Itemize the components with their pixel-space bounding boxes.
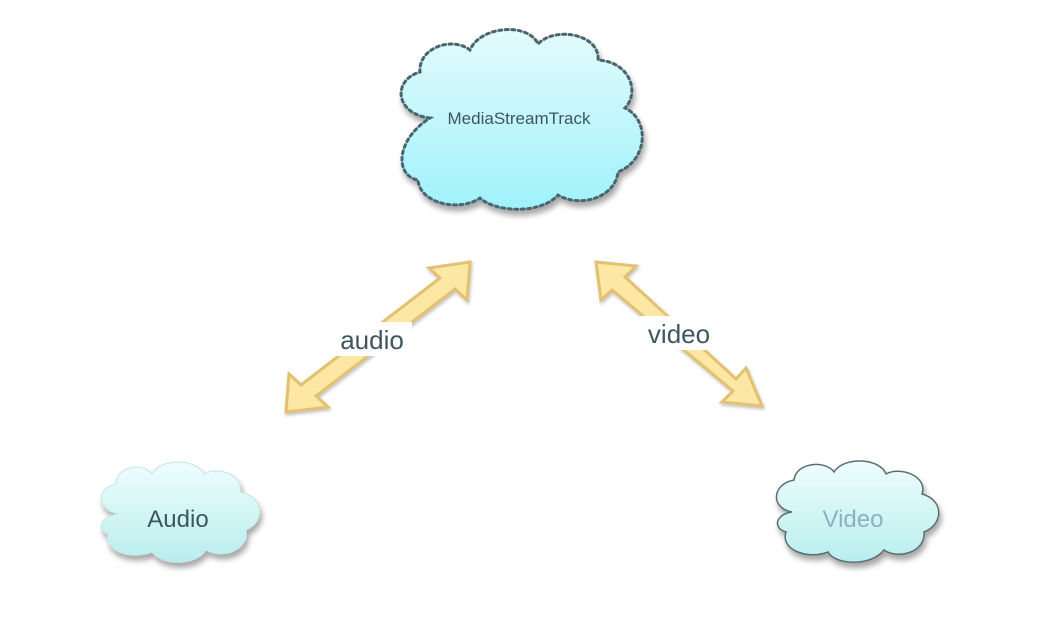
audio-edge-label-background (332, 322, 412, 356)
video-edge-label-background (640, 316, 720, 350)
audio-node-label: Audio (147, 506, 208, 533)
video-edge-label: video (648, 319, 710, 349)
audio-edge-label: audio (340, 325, 404, 355)
video-node-label: Video (823, 506, 884, 533)
audio-cloud (100, 461, 261, 563)
mediastreamtrack-label: MediaStreamTrack (448, 109, 591, 128)
video-cloud (775, 460, 940, 563)
mediastreamtrack-cloud (399, 28, 644, 211)
